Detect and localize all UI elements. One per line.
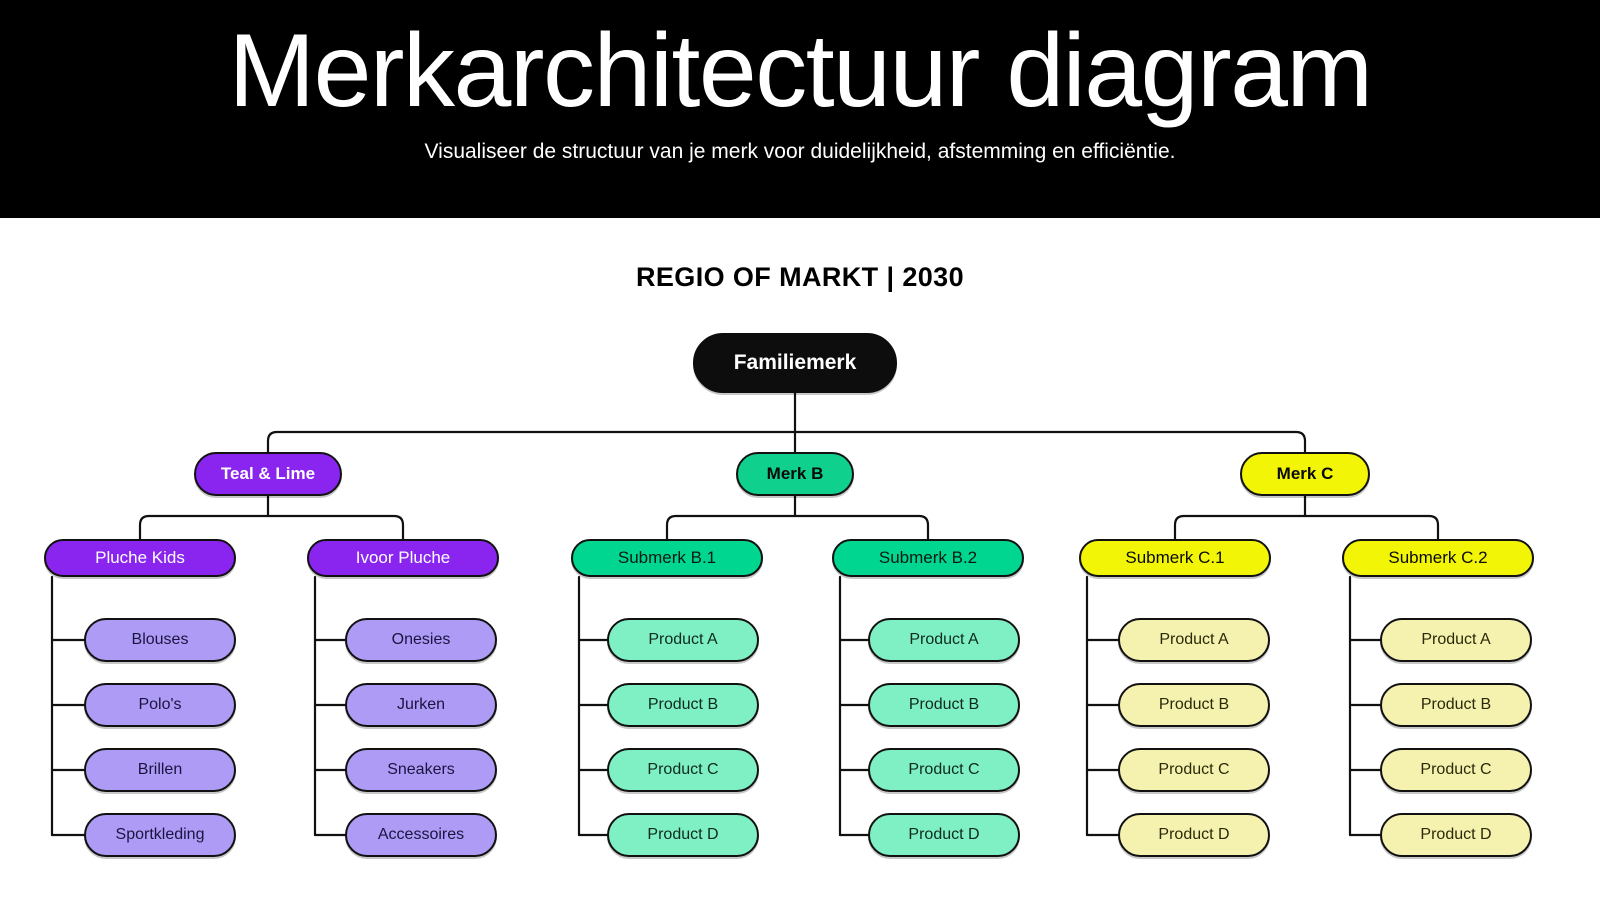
node-label: Merk C [1276,464,1334,483]
node-leaf-product-b-1-0-1[interactable]: Product B [607,683,759,727]
node-brand-merk-c[interactable]: Merk C [1240,452,1370,496]
node-leaf-product-a-1-1-0[interactable]: Product A [868,618,1020,662]
node-leaf-product-c-2-0-2[interactable]: Product C [1118,748,1270,792]
connector [1173,514,1440,541]
node-subbrand-pluche-kids-0-0[interactable]: Pluche Kids [44,539,236,577]
node-leaf-product-a-2-1-0[interactable]: Product A [1380,618,1532,662]
node-leaf-product-d-1-0-3[interactable]: Product D [607,813,759,857]
node-brand-teal-lime[interactable]: Teal & Lime [194,452,342,496]
node-subbrand-submerk-b-2-1-1[interactable]: Submerk B.2 [832,539,1024,577]
node-leaf-polo-s-0-0-1[interactable]: Polo's [84,683,236,727]
node-subbrand-submerk-c-1-2-0[interactable]: Submerk C.1 [1079,539,1271,577]
node-label: Product B [908,696,980,713]
connector [266,430,1307,454]
node-leaf-product-a-1-0-0[interactable]: Product A [607,618,759,662]
node-leaf-product-b-2-0-1[interactable]: Product B [1118,683,1270,727]
node-leaf-product-a-2-0-0[interactable]: Product A [1118,618,1270,662]
node-leaf-product-d-1-1-3[interactable]: Product D [868,813,1020,857]
node-leaf-product-c-1-1-2[interactable]: Product C [868,748,1020,792]
node-label: Product C [908,761,980,778]
node-label: Product A [909,631,979,648]
node-label: Submerk C.1 [1125,548,1225,567]
node-label: Submerk B.1 [617,548,717,567]
node-leaf-product-c-2-1-2[interactable]: Product C [1380,748,1532,792]
node-label: Product C [1158,761,1230,778]
node-label: Product D [647,826,719,843]
node-label: Pluche Kids [95,548,185,567]
node-label: Polo's [138,696,182,713]
node-leaf-blouses-0-0-0[interactable]: Blouses [84,618,236,662]
node-label: Familiemerk [733,351,857,374]
node-label: Product A [648,631,718,648]
node-leaf-onesies-0-1-0[interactable]: Onesies [345,618,497,662]
node-label: Product D [908,826,980,843]
node-label: Sportkleding [115,826,205,843]
node-leaf-product-b-1-1-1[interactable]: Product B [868,683,1020,727]
node-label: Product B [1420,696,1492,713]
node-label: Product D [1158,826,1230,843]
connector [665,514,930,541]
node-label: Ivoor Pluche [355,548,451,567]
diagram-title: REGIO OF MARKT | 2030 [635,262,964,292]
node-brand-merk-b[interactable]: Merk B [736,452,854,496]
node-subbrand-ivoor-pluche-0-1[interactable]: Ivoor Pluche [307,539,499,577]
node-leaf-product-d-2-1-3[interactable]: Product D [1380,813,1532,857]
node-leaf-sportkleding-0-0-3[interactable]: Sportkleding [84,813,236,857]
node-label: Product B [1158,696,1230,713]
node-label: Accessoires [377,826,465,843]
node-subbrand-submerk-c-2-2-1[interactable]: Submerk C.2 [1342,539,1534,577]
node-leaf-accessoires-0-1-3[interactable]: Accessoires [345,813,497,857]
node-label: Merk B [766,464,824,483]
node-label: Blouses [131,631,189,648]
page-subtitle: Visualiseer de structuur van je merk voo… [424,140,1176,164]
node-label: Brillen [137,761,183,778]
node-leaf-brillen-0-0-2[interactable]: Brillen [84,748,236,792]
node-label: Product C [647,761,719,778]
node-label: Product C [1420,761,1492,778]
node-leaf-product-c-1-0-2[interactable]: Product C [607,748,759,792]
node-label: Sneakers [387,761,455,778]
node-label: Product D [1420,826,1492,843]
node-label: Product A [1159,631,1229,648]
node-label: Submerk B.2 [878,548,978,567]
node-label: Onesies [391,631,451,648]
node-label: Teal & Lime [220,464,316,483]
node-subbrand-submerk-b-1-1-0[interactable]: Submerk B.1 [571,539,763,577]
node-label: Jurken [396,696,446,713]
node-label: Product B [647,696,719,713]
node-label: Submerk C.2 [1388,548,1488,567]
node-leaf-product-b-2-1-1[interactable]: Product B [1380,683,1532,727]
node-label: Product A [1421,631,1491,648]
connector [138,514,405,541]
node-leaf-jurken-0-1-1[interactable]: Jurken [345,683,497,727]
node-root-familiemerk[interactable]: Familiemerk [693,333,897,393]
node-leaf-product-d-2-0-3[interactable]: Product D [1118,813,1270,857]
header-banner: Merkarchitectuur diagram Visualiseer de … [0,0,1600,218]
node-leaf-sneakers-0-1-2[interactable]: Sneakers [345,748,497,792]
page-title: Merkarchitectuur diagram [228,13,1373,129]
